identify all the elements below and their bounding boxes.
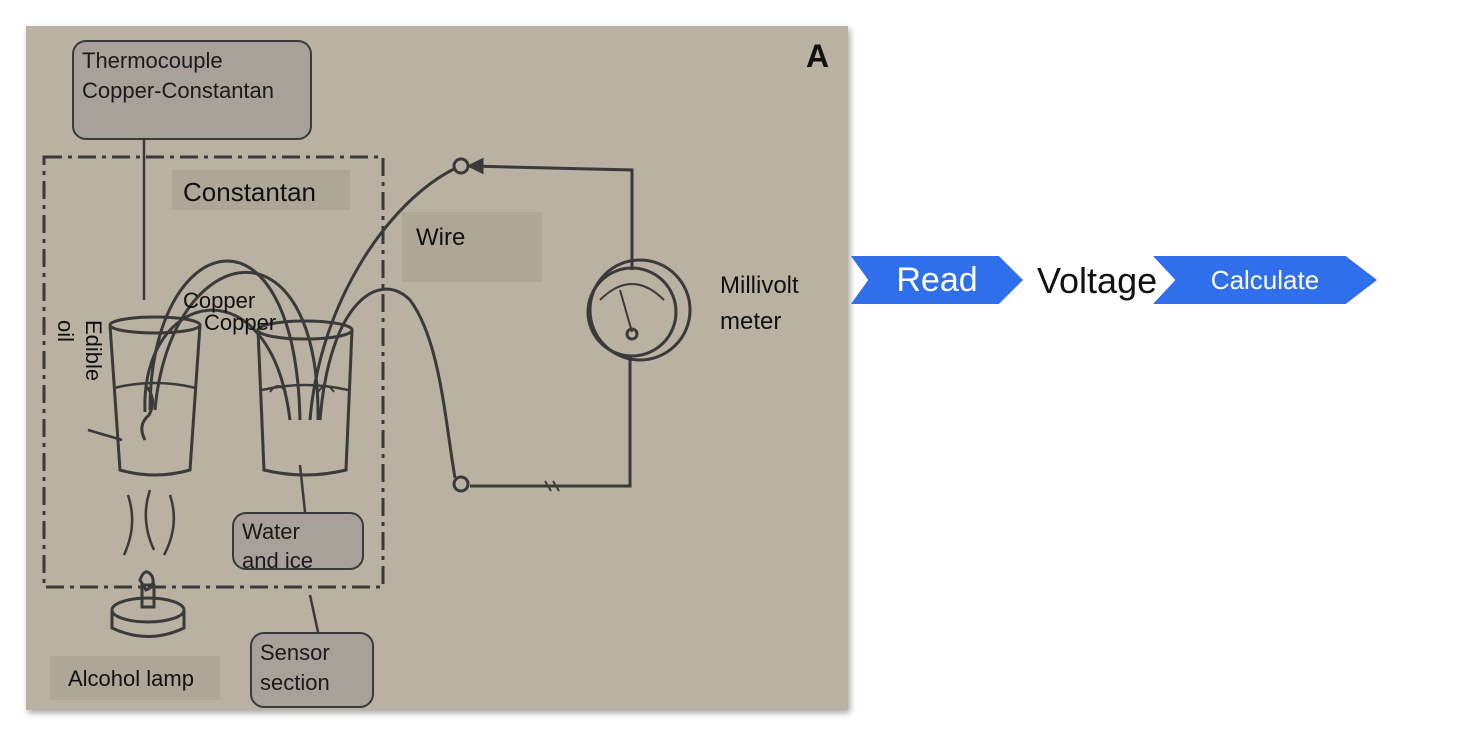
lamp-wick <box>140 583 156 609</box>
alcohol-label-patch <box>50 656 220 700</box>
water-label-line1: Water <box>242 519 300 544</box>
constantan-label: Constantan <box>183 177 316 207</box>
thermocouple-label-line1: Thermocouple <box>82 48 223 73</box>
thermocouple-label-line2: Copper-Constantan <box>82 77 275 103</box>
millivolt-label-line2: meter <box>720 308 782 335</box>
millivolt-meter-label: Millivolt meter <box>720 268 799 340</box>
water-pointer <box>298 464 307 513</box>
lead-bottom <box>470 355 632 488</box>
junction-twist <box>140 386 154 441</box>
wire-label-patch <box>402 212 542 282</box>
wire-label: Wire <box>416 224 466 251</box>
lamp-body <box>110 610 186 638</box>
sensor-pointer <box>308 594 320 633</box>
calculate-chevron: Calculate <box>1153 256 1377 304</box>
copper-wire-left <box>143 308 292 421</box>
left-beaker <box>108 324 202 477</box>
panel-letter: A <box>806 38 830 74</box>
wire-to-bottom-terminal <box>318 287 457 479</box>
flame-tip <box>138 570 155 592</box>
millivolt-label-line1: Millivolt <box>720 272 799 299</box>
sensor-label-line2: section <box>260 669 330 695</box>
meter-inner <box>586 266 678 358</box>
voltage-label: Voltage <box>1037 260 1158 301</box>
arrowhead <box>466 157 484 175</box>
oil-surface <box>113 381 197 390</box>
right-beaker-rim <box>256 319 354 341</box>
oil-pointer <box>87 428 123 442</box>
water-callout: Water and ice <box>232 512 364 573</box>
lead-top <box>469 164 634 270</box>
thermocouple-callout: Thermocouple Copper-Constantan <box>72 40 312 140</box>
wire-to-top-terminal <box>308 166 457 421</box>
sensor-section-boundary <box>42 155 385 589</box>
meter-scale <box>599 283 665 301</box>
meter-outer <box>588 258 692 362</box>
water-surface <box>261 383 349 392</box>
copper-label-1: Copper <box>183 288 256 313</box>
sensor-label-line1: Sensor <box>260 640 330 665</box>
sensor-callout: Sensor section <box>250 632 374 708</box>
read-chevron: Read <box>851 256 1023 304</box>
bottom-terminal <box>452 475 470 493</box>
flame-lines <box>122 489 176 556</box>
alcohol-lamp-label: Alcohol lamp <box>68 666 194 691</box>
top-terminal <box>452 157 470 175</box>
constantan-wire <box>148 259 302 421</box>
edible-label: Edible <box>81 320 106 382</box>
constantan-label-patch <box>172 170 350 210</box>
calculate-label: Calculate <box>1210 264 1320 295</box>
copper-wire-mid <box>153 271 320 421</box>
lamp-top <box>110 596 186 624</box>
right-beaker <box>256 329 354 477</box>
water-label-line2: and ice <box>242 547 313 573</box>
meter-pivot <box>625 327 639 341</box>
meter-needle <box>619 289 633 333</box>
read-label: Read <box>896 260 978 299</box>
left-beaker-rim <box>108 315 202 335</box>
wire-break-mark <box>544 480 560 492</box>
copper-label-2: Copper <box>204 310 277 335</box>
oil-label: oil <box>53 320 78 343</box>
